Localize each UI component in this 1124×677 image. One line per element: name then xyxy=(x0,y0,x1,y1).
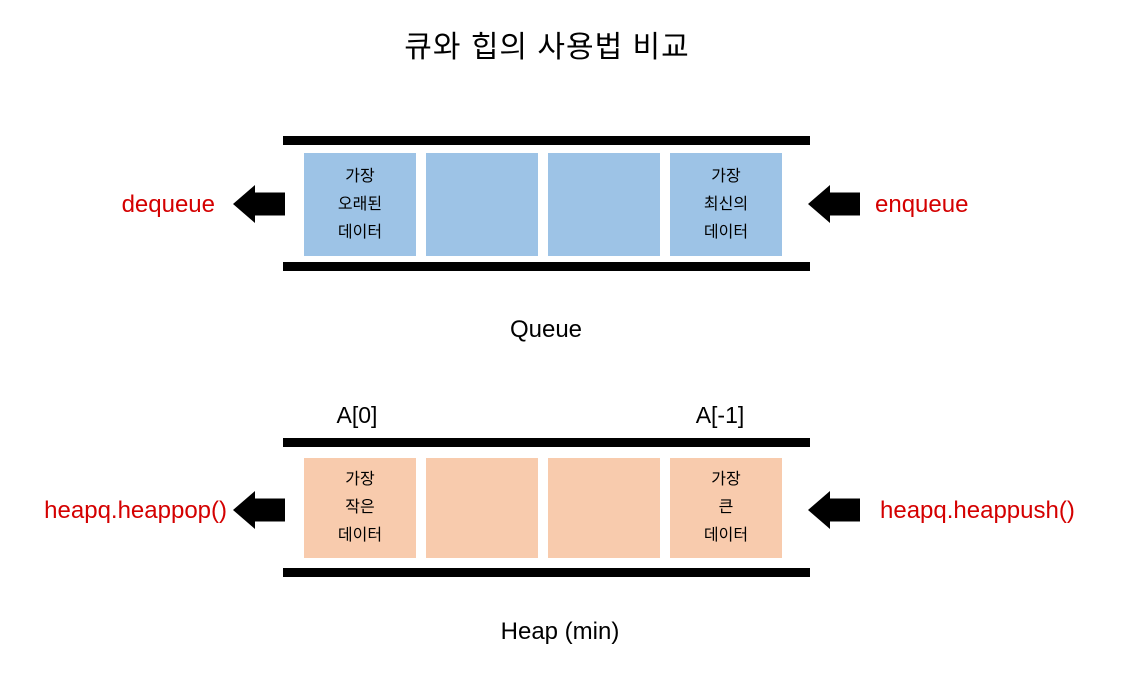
diagram-title: 큐와 힙의 사용법 비교 xyxy=(404,31,690,64)
heap-cell-smallest-line2: 작은 xyxy=(345,499,375,516)
queue-bottom-rail xyxy=(283,262,810,271)
heap-cell-smallest-line3: 데이터 xyxy=(337,527,383,544)
queue-cell-newest-line3: 데이터 xyxy=(703,223,749,241)
heappop-label: heapq.heappop() xyxy=(44,497,227,524)
heap-top-rail xyxy=(283,438,810,447)
heappush-label: heapq.heappush() xyxy=(880,497,1075,524)
heappop-arrow-icon xyxy=(233,491,285,529)
heap-bottom-rail xyxy=(283,568,810,577)
heap-caption: Heap (min) xyxy=(500,618,620,645)
heap-cell-empty-2 xyxy=(548,458,660,558)
heap-cell-largest-line1: 가장 xyxy=(711,471,741,488)
queue-cell-newest-line2: 최신의 xyxy=(703,195,749,213)
heap-cell-smallest-line1: 가장 xyxy=(345,471,375,488)
queue-cell-oldest-line1: 가장 xyxy=(345,167,375,185)
dequeue-label: dequeue xyxy=(121,191,215,218)
heap-index-first-label: A[0] xyxy=(336,402,378,428)
enqueue-label: enqueue xyxy=(875,191,969,218)
enqueue-arrow-icon xyxy=(808,185,860,223)
queue-cell-empty-2 xyxy=(548,153,660,256)
heap-cell-largest-line2: 큰 xyxy=(718,499,734,516)
heap-cell-smallest: 가장 작은 데이터 xyxy=(304,458,416,558)
heap-cell-largest-line3: 데이터 xyxy=(703,527,749,544)
queue-caption: Queue xyxy=(509,316,583,343)
queue-cell-oldest-line2: 오래된 xyxy=(337,195,383,213)
dequeue-arrow-icon xyxy=(233,185,285,223)
heappush-arrow-icon xyxy=(808,491,860,529)
heap-index-last-label: A[-1] xyxy=(695,402,745,428)
queue-cell-empty-1 xyxy=(426,153,538,256)
queue-cell-newest-line1: 가장 xyxy=(711,167,741,185)
queue-cell-oldest: 가장 오래된 데이터 xyxy=(304,153,416,256)
queue-top-rail xyxy=(283,136,810,145)
queue-cell-oldest-line3: 데이터 xyxy=(337,223,383,241)
heap-cell-empty-1 xyxy=(426,458,538,558)
queue-cell-newest: 가장 최신의 데이터 xyxy=(670,153,782,256)
heap-cell-largest: 가장 큰 데이터 xyxy=(670,458,782,558)
